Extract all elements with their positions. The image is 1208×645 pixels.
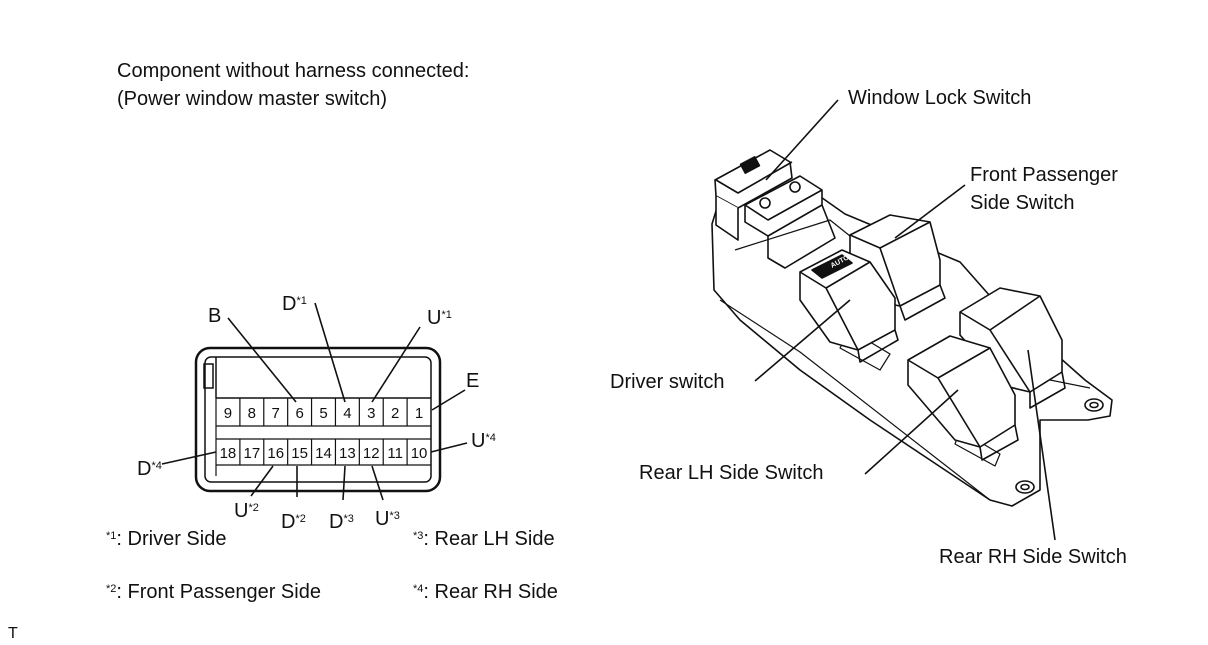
pin-number: 7 bbox=[272, 405, 280, 422]
terminal-label-d1: D*1 bbox=[282, 293, 307, 315]
connector-face bbox=[204, 356, 432, 483]
window-lock-switch bbox=[714, 149, 793, 241]
terminal-label-e: E bbox=[466, 370, 480, 392]
pin-number: 11 bbox=[387, 445, 403, 462]
connector-cavity-lines bbox=[239, 398, 408, 465]
pin-number: 9 bbox=[224, 405, 232, 422]
switch-leader-lines bbox=[754, 99, 1056, 541]
footnote-2: *2: Front Passenger Side bbox=[106, 581, 321, 603]
terminal-label-u4: U*4 bbox=[471, 430, 496, 452]
pin-number: 4 bbox=[343, 405, 351, 422]
footnote-4: *4: Rear RH Side bbox=[413, 581, 558, 603]
footnote-3: *3: Rear LH Side bbox=[413, 528, 555, 550]
pin-number: 2 bbox=[391, 405, 399, 422]
pin-number: 1 bbox=[415, 405, 423, 422]
connector-leader-lines bbox=[161, 302, 468, 501]
pin-number: 5 bbox=[319, 405, 327, 422]
pin-number: 12 bbox=[363, 445, 380, 462]
callout-window-lock-switch: Window Lock Switch bbox=[848, 87, 1032, 109]
callout-front-passenger-line1: Front Passenger bbox=[970, 164, 1118, 186]
footnote-1: *1: Driver Side bbox=[106, 528, 227, 550]
pin-number: 6 bbox=[295, 405, 303, 422]
terminal-label-d3: D*3 bbox=[329, 511, 354, 533]
terminal-label-u3: U*3 bbox=[375, 508, 400, 530]
lock-buttons bbox=[744, 175, 836, 269]
callout-rear-rh-switch: Rear RH Side Switch bbox=[939, 546, 1127, 568]
callout-rear-lh-switch: Rear LH Side Switch bbox=[639, 462, 824, 484]
corner-mark: T bbox=[8, 625, 18, 642]
diagram-title: Component without harness connected: bbox=[117, 60, 470, 82]
pin-number: 10 bbox=[411, 445, 428, 462]
pin-number: 8 bbox=[248, 405, 256, 422]
pin-number: 14 bbox=[315, 445, 332, 462]
master-switch-drawing bbox=[711, 149, 1113, 507]
callout-driver-switch: Driver switch bbox=[610, 371, 725, 393]
connector-shell bbox=[194, 346, 442, 493]
rear-lh-switch bbox=[907, 335, 1019, 461]
terminal-label-b: B bbox=[208, 305, 222, 327]
connector bbox=[194, 346, 442, 493]
terminal-label-d4: D*4 bbox=[137, 458, 162, 480]
driver-switch bbox=[799, 249, 899, 363]
pin-number: 17 bbox=[243, 445, 260, 462]
terminal-label-u2: U*2 bbox=[234, 500, 259, 522]
pin-number: 18 bbox=[220, 445, 237, 462]
pin-number: 15 bbox=[291, 445, 308, 462]
terminal-label-u1: U*1 bbox=[427, 307, 452, 329]
diagram-subtitle: (Power window master switch) bbox=[117, 88, 388, 110]
pin-number: 3 bbox=[367, 405, 375, 422]
pin-number: 13 bbox=[339, 445, 356, 462]
terminal-label-d2: D*2 bbox=[281, 511, 306, 533]
callout-front-passenger-line2: Side Switch bbox=[970, 192, 1075, 214]
pin-number: 16 bbox=[267, 445, 284, 462]
